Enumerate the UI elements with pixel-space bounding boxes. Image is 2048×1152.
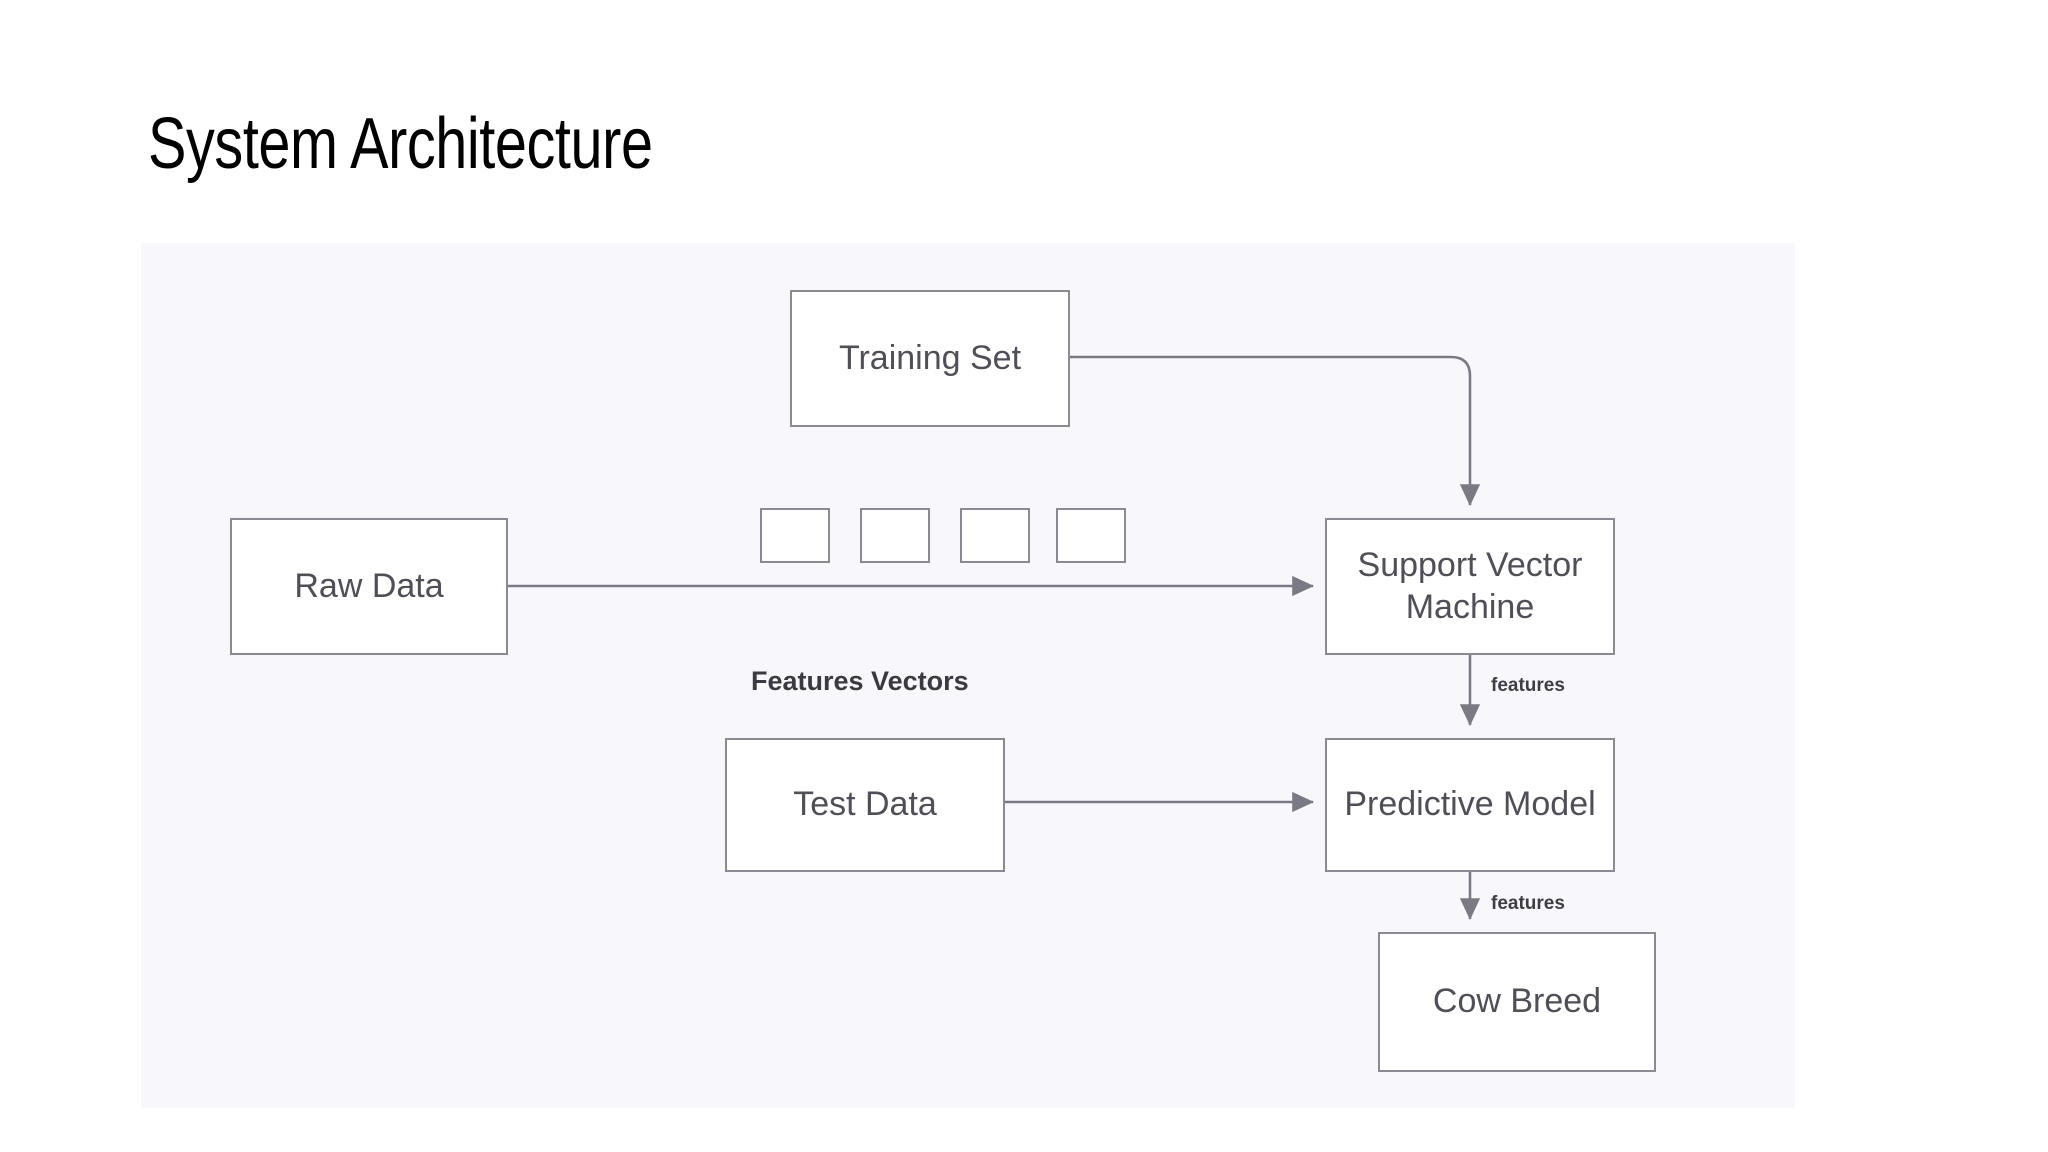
- node-training-set[interactable]: Training Set: [790, 290, 1070, 427]
- edge-label-features-vectors: Features Vectors: [751, 666, 969, 696]
- edge-label-features-svm-to-model: features: [1491, 675, 1565, 696]
- edge-label-features-model-to-breed: features: [1491, 893, 1565, 914]
- node-raw-data[interactable]: Raw Data: [230, 518, 508, 655]
- feature-vector-square: [760, 508, 830, 563]
- architecture-diagram: Training Set Raw Data Support Vector Mac…: [141, 243, 1795, 1108]
- edge-training-set-to-svm: [1070, 355, 1481, 507]
- node-predictive-model[interactable]: Predictive Model: [1325, 738, 1615, 872]
- node-test-data[interactable]: Test Data: [725, 738, 1005, 872]
- feature-vector-square: [960, 508, 1030, 563]
- page-title: System Architecture: [148, 104, 653, 184]
- feature-vector-square: [1056, 508, 1126, 563]
- feature-vector-square: [860, 508, 930, 563]
- node-cow-breed[interactable]: Cow Breed: [1378, 932, 1656, 1072]
- node-support-vector-machine[interactable]: Support Vector Machine: [1325, 518, 1615, 655]
- feature-vector-squares: [760, 508, 1160, 564]
